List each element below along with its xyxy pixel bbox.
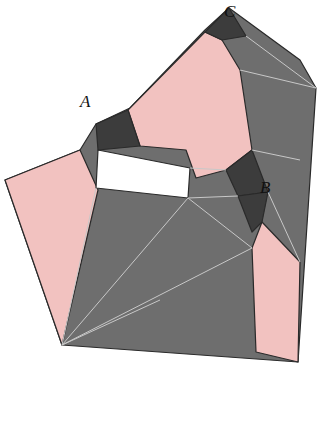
division-line [62, 300, 160, 345]
dark-triangle [96, 110, 140, 150]
point-label: B [258, 178, 272, 197]
point-label: A [78, 92, 92, 111]
division-line [190, 168, 226, 170]
pink-region [128, 32, 252, 178]
division-line [188, 198, 252, 248]
division-line [62, 198, 188, 345]
point-label: C [222, 2, 237, 21]
division-line [268, 192, 300, 262]
division-line [188, 196, 238, 198]
division-line [62, 188, 96, 345]
division-line [240, 70, 316, 88]
division-line [252, 150, 300, 160]
pink-region [252, 222, 300, 362]
white-region [96, 150, 190, 198]
division-line [62, 248, 252, 345]
pink-region [5, 150, 98, 345]
dark-triangle [238, 192, 268, 232]
grey-region [5, 8, 316, 362]
